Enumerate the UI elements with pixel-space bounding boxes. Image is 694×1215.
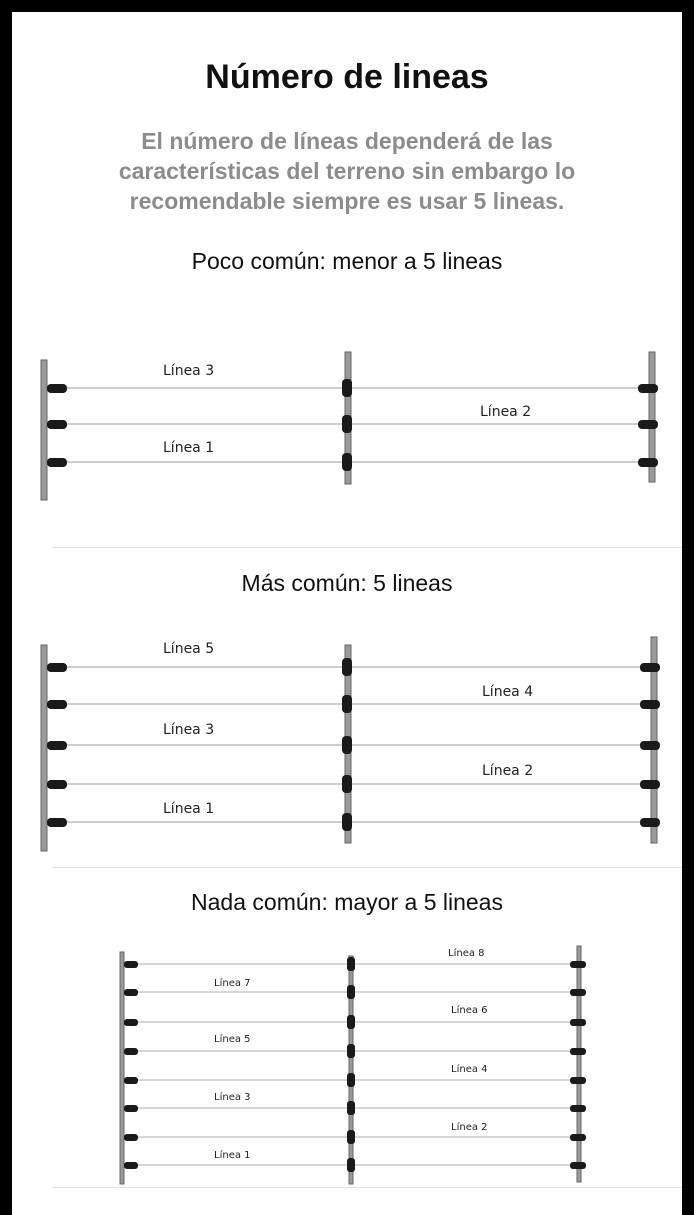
line-label: Línea 4 <box>482 684 533 700</box>
insulator <box>570 1105 586 1112</box>
fence-post-right <box>576 945 582 1183</box>
insulator <box>342 695 352 713</box>
line-label: Línea 8 <box>448 947 485 959</box>
insulator <box>47 663 67 672</box>
fence-post-left <box>40 644 48 852</box>
section-title-few-lines: Poco común: menor a 5 lineas <box>191 248 503 274</box>
divider <box>52 867 682 868</box>
insulator <box>342 658 352 676</box>
insulator <box>47 700 67 709</box>
insulator <box>342 415 352 433</box>
insulator <box>342 736 352 754</box>
insulator <box>347 1015 355 1029</box>
insulator <box>347 1158 355 1172</box>
line-label: Línea 1 <box>214 1149 251 1161</box>
insulator <box>347 1073 355 1087</box>
line-label: Línea 2 <box>451 1121 488 1133</box>
insulator <box>124 989 138 996</box>
insulator <box>47 818 67 827</box>
fence-post-left <box>119 951 125 1185</box>
line-label: Línea 3 <box>163 722 214 738</box>
insulator <box>124 1105 138 1112</box>
insulator <box>347 1044 355 1058</box>
insulator <box>570 1019 586 1026</box>
insulator <box>47 458 67 467</box>
line-label: Línea 1 <box>163 440 214 456</box>
insulator <box>124 1019 138 1026</box>
insulator <box>570 1162 586 1169</box>
line-label: Línea 2 <box>480 404 531 420</box>
insulator <box>640 780 660 789</box>
insulator <box>124 1077 138 1084</box>
insulator <box>124 1162 138 1169</box>
fence-diagram-8-lines: Línea 8 Línea 7 Línea 6 Línea 5 Línea 4 … <box>119 945 586 1185</box>
line-label: Línea 5 <box>214 1033 251 1045</box>
insulators <box>124 957 586 1172</box>
insulator <box>640 663 660 672</box>
fence-diagram-3-lines: Línea 3 Línea 2 Línea 1 <box>40 351 658 501</box>
intro-text: El número de líneas dependerá de las car… <box>12 126 682 216</box>
insulator <box>47 780 67 789</box>
insulator <box>347 957 355 971</box>
insulator <box>347 1130 355 1144</box>
insulator <box>570 1134 586 1141</box>
insulator <box>342 379 352 397</box>
fence-diagram-5-lines: Línea 5 Línea 4 Línea 3 Línea 2 Línea 1 <box>40 636 660 852</box>
insulator <box>640 818 660 827</box>
insulator <box>124 1048 138 1055</box>
line-label: Línea 3 <box>214 1091 251 1103</box>
line-label: Línea 6 <box>451 1004 488 1016</box>
insulator <box>570 961 586 968</box>
insulator <box>124 1134 138 1141</box>
line-label: Línea 3 <box>163 363 214 379</box>
insulator <box>638 458 658 467</box>
divider <box>52 1187 682 1188</box>
section-title-many-lines: Nada común: mayor a 5 lineas <box>191 889 503 915</box>
insulator <box>638 384 658 393</box>
screen: Número de lineas El número de líneas dep… <box>12 12 682 1215</box>
insulator <box>342 453 352 471</box>
insulator <box>347 1101 355 1115</box>
insulator <box>342 775 352 793</box>
insulator <box>342 813 352 831</box>
insulators <box>47 379 658 471</box>
posts <box>119 945 582 1185</box>
insulator <box>47 384 67 393</box>
intro-line: recomendable siempre es usar 5 lineas. <box>129 188 565 214</box>
line-label: Línea 1 <box>163 801 214 817</box>
line-label: Línea 5 <box>163 641 214 657</box>
intro-line: características del terreno sin embargo … <box>118 158 576 184</box>
line-label: Línea 7 <box>214 977 251 989</box>
line-label: Línea 4 <box>451 1063 488 1075</box>
insulator <box>638 420 658 429</box>
fence-post-right <box>648 351 656 483</box>
insulator <box>124 961 138 968</box>
fence-post-middle <box>348 955 354 1185</box>
insulators <box>47 658 660 831</box>
insulator <box>570 1048 586 1055</box>
insulator <box>47 420 67 429</box>
fence-post-left <box>40 359 48 501</box>
section-title-standard-lines: Más común: 5 lineas <box>241 570 453 596</box>
intro-line: El número de líneas dependerá de las <box>141 128 553 154</box>
line-label: Línea 2 <box>482 763 533 779</box>
insulator <box>640 741 660 750</box>
page-title: Número de lineas <box>205 58 489 96</box>
fence-post-right <box>650 636 658 844</box>
insulator <box>570 989 586 996</box>
insulator <box>640 700 660 709</box>
divider <box>52 547 682 548</box>
insulator <box>47 741 67 750</box>
insulator <box>570 1077 586 1084</box>
insulator <box>347 985 355 999</box>
